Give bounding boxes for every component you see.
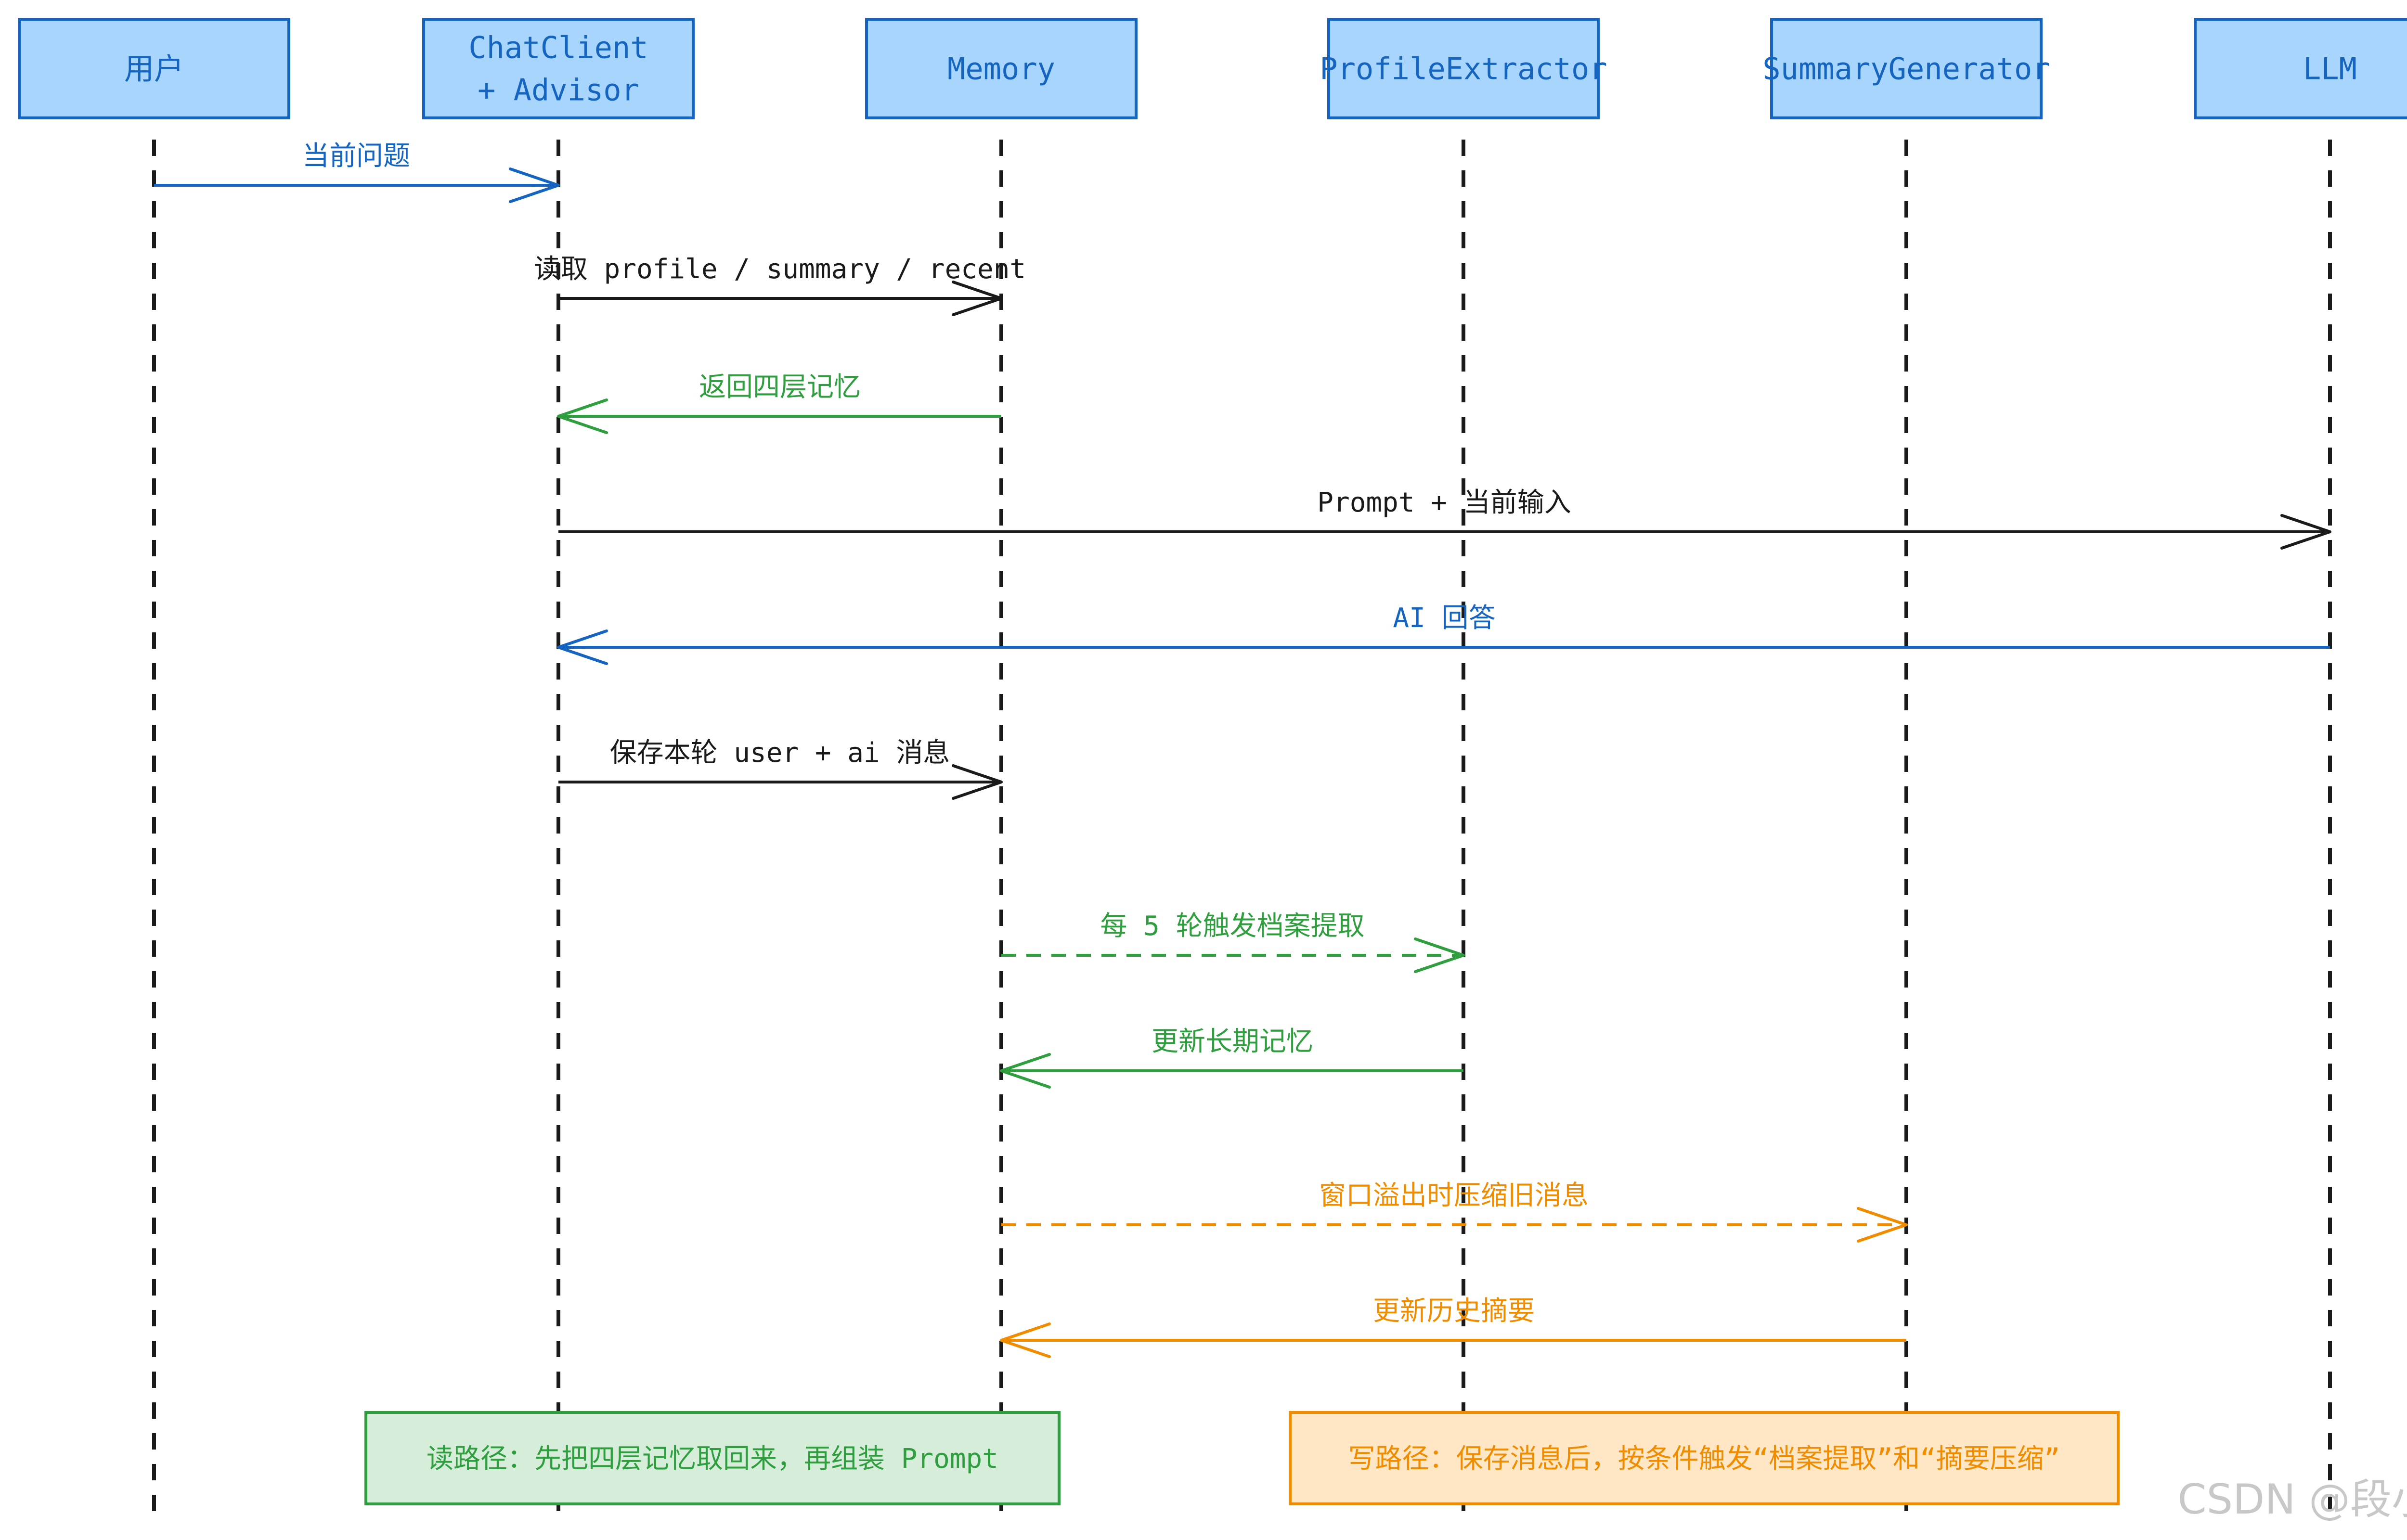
message-arrow: 更新长期记忆 — [1000, 1026, 1463, 1089]
message-label: AI 回答 — [1393, 603, 1495, 634]
note-box — [364, 1411, 1061, 1505]
arrow-head-icon — [1000, 1322, 1051, 1358]
message-label: 更新长期记忆 — [1152, 1026, 1313, 1057]
watermark: CSDN @段小二 — [2177, 1476, 2407, 1524]
participant-user: 用户 — [18, 18, 290, 119]
message-arrow: 当前问题 — [154, 141, 560, 203]
participant-label: ProfileExtractor — [1320, 51, 1607, 87]
message-label: 窗口溢出时压缩旧消息 — [1319, 1180, 1589, 1211]
message-label: 更新历史摘要 — [1373, 1296, 1535, 1327]
note-label: 读路径：先把四层记忆取回来，再组装 Prompt — [427, 1443, 998, 1475]
arrow-head-icon — [509, 167, 560, 203]
arrow-head-icon — [557, 398, 608, 434]
notes: 读路径：先把四层记忆取回来，再组装 Prompt 写路径：保存消息后，按条件触发“… — [364, 1411, 2120, 1505]
arrow-head-icon — [1414, 937, 1465, 973]
arrow-head-icon — [952, 764, 1003, 800]
arrow-head-icon — [2280, 514, 2331, 550]
message-arrow: Prompt + 当前输入 — [558, 487, 2331, 550]
participant-llm: LLM — [2194, 18, 2407, 119]
message-arrow: AI 回答 — [557, 603, 2330, 665]
message-label: 保存本轮 user + ai 消息 — [610, 737, 950, 769]
participant-label: 用户 — [124, 51, 184, 87]
message-label: 读取 profile / summary / recent — [534, 254, 1026, 285]
participant-box — [865, 18, 1138, 119]
arrow-head-icon — [952, 281, 1003, 316]
participant-box — [18, 18, 290, 119]
note: 读路径：先把四层记忆取回来，再组装 Prompt — [364, 1411, 1061, 1505]
participant-box — [422, 18, 695, 119]
participant-label: SummaryGenerator — [1762, 51, 2050, 87]
participants: 用户 ChatClient+ Advisor Memory ProfileExtrac… — [18, 18, 2407, 119]
participant-memory: Memory — [865, 18, 1138, 119]
participant-label: LLM — [2303, 51, 2357, 87]
arrow-head-icon — [557, 629, 608, 665]
lifelines — [152, 140, 2332, 1514]
message-arrow: 返回四层记忆 — [557, 372, 1001, 434]
message-arrow: 保存本轮 user + ai 消息 — [558, 737, 1003, 800]
participant-chatclient: ChatClient+ Advisor — [422, 18, 695, 119]
participant-label: Memory — [947, 51, 1055, 87]
note-box — [1289, 1411, 2120, 1505]
participant-profile: ProfileExtractor — [1320, 18, 1607, 119]
arrow-head-icon — [1857, 1207, 1908, 1243]
participant-box — [2194, 18, 2407, 119]
arrow-head-icon — [1000, 1053, 1051, 1089]
message-label: 每 5 轮触发档案提取 — [1100, 911, 1364, 942]
note-label: 写路径：保存消息后，按条件触发“档案提取”和“摘要压缩” — [1348, 1443, 2060, 1475]
message-arrow: 每 5 轮触发档案提取 — [1001, 911, 1465, 973]
message-label: 当前问题 — [302, 141, 410, 172]
participant-summary: SummaryGenerator — [1762, 18, 2050, 119]
message-arrow: 读取 profile / summary / recent — [534, 254, 1026, 316]
message-label: Prompt + 当前输入 — [1317, 487, 1571, 518]
participant-label: ChatClient+ Advisor — [468, 30, 648, 108]
message-arrow: 更新历史摘要 — [1000, 1296, 1906, 1358]
message-label: 返回四层记忆 — [699, 372, 861, 403]
participant-box — [1770, 18, 2043, 119]
note: 写路径：保存消息后，按条件触发“档案提取”和“摘要压缩” — [1289, 1411, 2120, 1505]
participant-box — [1327, 18, 1600, 119]
message-arrow: 窗口溢出时压缩旧消息 — [1001, 1180, 1908, 1243]
